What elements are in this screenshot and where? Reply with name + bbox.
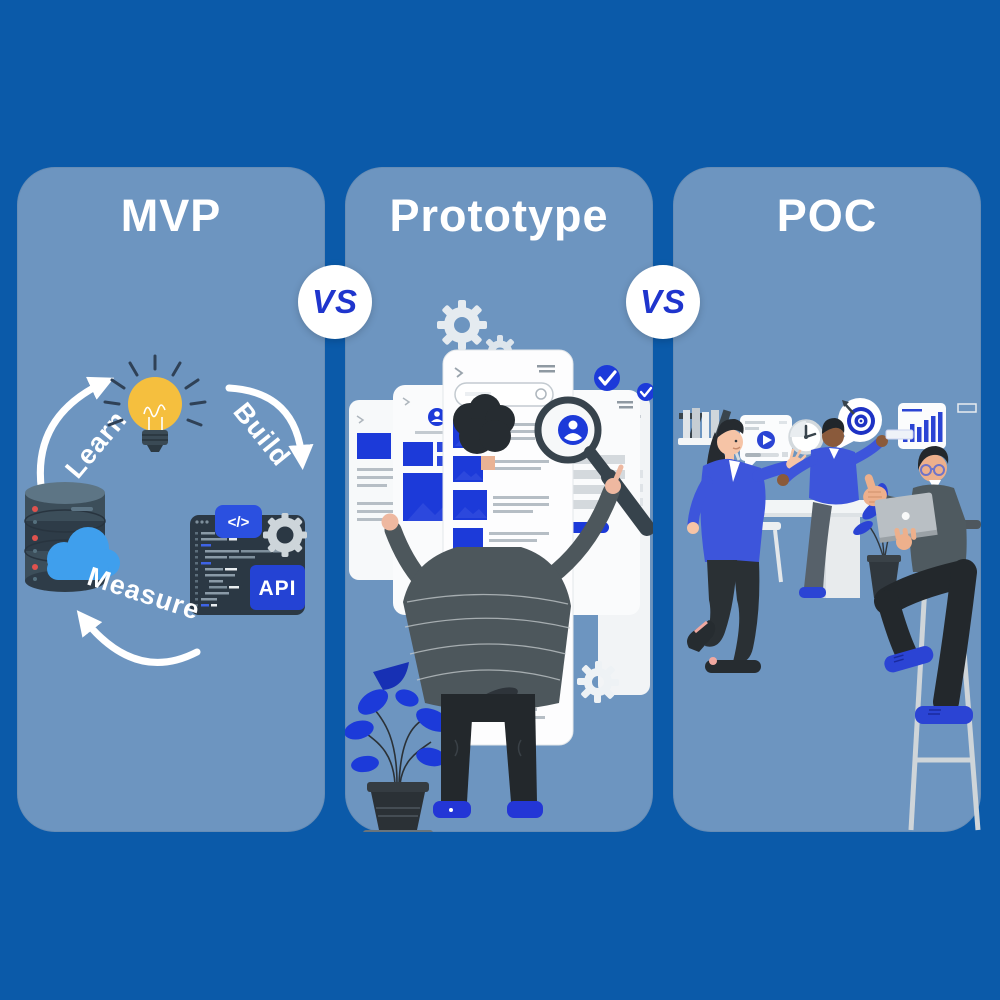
poc-illustration bbox=[678, 398, 981, 831]
code-badge-label: </> bbox=[228, 514, 250, 531]
api-badge: API bbox=[250, 565, 305, 610]
man-sitting-shoe bbox=[799, 587, 826, 598]
check-icon-small bbox=[637, 383, 653, 401]
vs-badge-2: VS bbox=[626, 265, 700, 339]
woman-pants bbox=[705, 560, 760, 663]
outline-frame-icon bbox=[957, 403, 977, 413]
cloud-icon bbox=[47, 527, 120, 580]
gear-icon bbox=[263, 513, 307, 557]
person-left-hand bbox=[381, 513, 399, 531]
person-pants bbox=[441, 694, 537, 802]
vs-badge-1: VS bbox=[298, 265, 372, 339]
panel-mvp: MVP Learn bbox=[17, 167, 325, 832]
lightbulb-icon bbox=[103, 354, 207, 452]
person-figure bbox=[381, 394, 624, 818]
panel-prototype: Prototype bbox=[345, 167, 653, 832]
man-laptop-figure bbox=[863, 446, 977, 724]
gear-icon-lower bbox=[577, 661, 619, 703]
man-sitting-figure bbox=[777, 418, 914, 598]
woman-figure bbox=[687, 418, 807, 673]
measure-arrow-icon bbox=[76, 610, 201, 666]
man-laptop-shoe-1 bbox=[884, 646, 934, 673]
prototype-illustration bbox=[345, 300, 653, 832]
api-badge-label: API bbox=[258, 577, 296, 600]
woman-shoe-1 bbox=[687, 620, 716, 652]
video-card-icon bbox=[740, 415, 792, 473]
woman-shoe-2 bbox=[705, 660, 761, 673]
person-hair bbox=[453, 394, 515, 454]
build-arrow-icon bbox=[225, 384, 314, 471]
glasses-icon bbox=[920, 464, 945, 476]
measure-label: Measure bbox=[84, 561, 204, 626]
mvp-cycle-illustration: Learn bbox=[24, 354, 314, 666]
check-icon-large bbox=[594, 365, 620, 391]
learn-label: Learn bbox=[59, 404, 132, 483]
panel-title-mvp: MVP bbox=[120, 190, 222, 241]
vs-label-2: VS bbox=[639, 283, 687, 320]
clock-icon bbox=[788, 419, 824, 455]
code-badge: </> bbox=[215, 505, 262, 538]
panel-title-poc: POC bbox=[776, 190, 878, 241]
target-speech-bubble-icon bbox=[833, 398, 882, 452]
vs-label-1: VS bbox=[311, 283, 359, 320]
person-right-hand bbox=[605, 478, 621, 494]
man-laptop-shoe-2 bbox=[915, 706, 973, 724]
man-sitting-pants bbox=[804, 502, 832, 590]
person-sweater bbox=[403, 547, 571, 711]
phone-mockup-left-1 bbox=[349, 400, 407, 580]
code-editor-window: </> API bbox=[190, 505, 307, 615]
panel-title-prototype: Prototype bbox=[389, 190, 609, 241]
panel-poc: POC bbox=[673, 167, 981, 832]
person-shoe-right bbox=[507, 801, 543, 818]
gear-icon-top-1 bbox=[437, 300, 487, 350]
